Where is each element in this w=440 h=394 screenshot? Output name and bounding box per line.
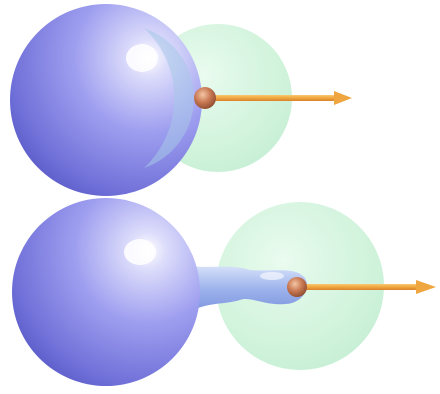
bottom-neck-highlight: [260, 272, 284, 280]
top-configuration: [10, 4, 352, 196]
top-arrow-head: [334, 91, 352, 105]
bottom-large-sphere: [12, 198, 200, 386]
top-arrow-shaft: [208, 95, 336, 101]
bottom-configuration: [12, 198, 436, 386]
top-large-sphere: [10, 4, 202, 196]
bottom-arrow-head: [416, 280, 436, 294]
top-sphere-highlight: [126, 44, 158, 72]
bottom-sphere-highlight: [124, 239, 156, 265]
bottom-core-sphere: [287, 277, 307, 297]
top-core-sphere: [194, 87, 216, 109]
bottom-arrow-shaft: [300, 284, 418, 290]
